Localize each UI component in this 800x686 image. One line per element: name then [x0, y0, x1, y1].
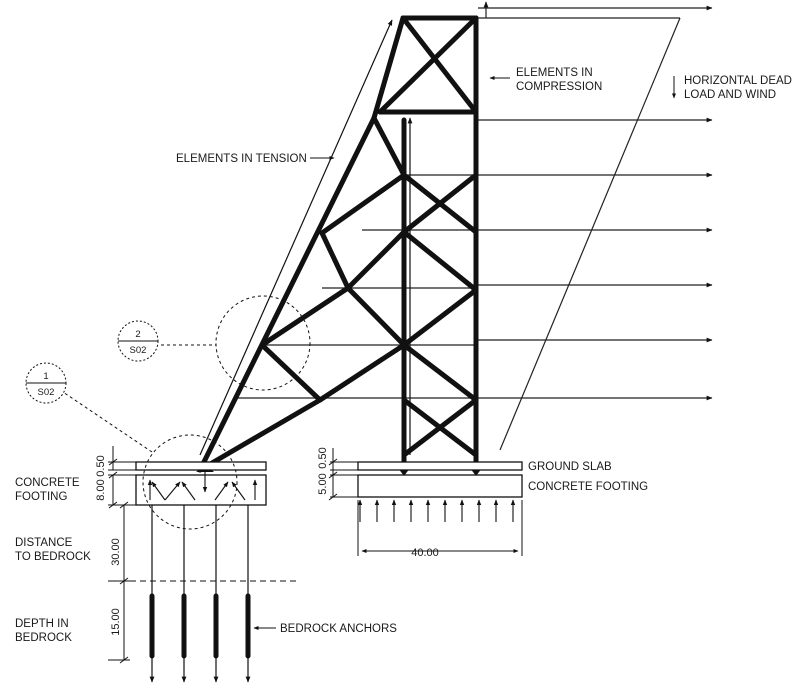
label-leaders	[253, 76, 676, 630]
dim-left-footing: 8.00	[95, 479, 107, 500]
dim-left-slab: 0.50	[95, 455, 107, 476]
callout-2[interactable]: 2 S02	[117, 320, 159, 362]
callout-1-number: 1	[43, 371, 48, 382]
right-dimension-lines	[328, 448, 358, 501]
footing-width-dimension	[357, 500, 523, 556]
label-concrete-footing-left-2: FOOTING	[15, 491, 67, 503]
label-concrete-footing-right: CONCRETE FOOTING	[528, 481, 648, 493]
left-dimension-lines	[108, 446, 136, 664]
label-distance-bedrock-2: TO BEDROCK	[15, 551, 91, 563]
detail-circles	[59, 295, 311, 530]
label-compression-1: ELEMENTS IN	[516, 67, 593, 79]
label-compression-2: COMPRESSION	[516, 81, 602, 93]
label-dead-load-2: LOAD AND WIND	[684, 89, 776, 101]
truss-structure	[197, 15, 479, 473]
soil-pressure-arrows	[357, 499, 516, 522]
callout-2-sheet: S02	[130, 345, 147, 356]
left-footing-force-arrows	[147, 470, 258, 501]
bedrock-anchors	[149, 505, 251, 683]
label-depth-bedrock-1: DEPTH IN	[15, 618, 69, 630]
right-footing	[357, 461, 523, 498]
label-dead-load-1: HORIZONTAL DEAD	[684, 75, 792, 87]
label-bedrock-anchors: BEDROCK ANCHORS	[280, 623, 397, 635]
dim-to-bedrock: 30.00	[110, 538, 122, 566]
label-ground-slab: GROUND SLAB	[528, 461, 612, 473]
left-footing	[135, 461, 267, 506]
callout-1-sheet: S02	[38, 387, 55, 398]
load-diagram	[236, 1, 713, 451]
label-concrete-footing-left-1: CONCRETE	[15, 477, 80, 489]
dim-footing-width: 40.00	[411, 547, 439, 559]
dim-in-bedrock: 15.00	[110, 608, 122, 636]
tension-line	[199, 19, 393, 456]
dim-right-slab: 0.50	[317, 447, 329, 468]
callout-1[interactable]: 1 S02	[25, 362, 67, 404]
callout-2-number: 2	[135, 329, 140, 340]
label-depth-bedrock-2: BEDROCK	[15, 632, 72, 644]
dim-right-footing: 5.00	[317, 473, 329, 494]
label-distance-bedrock-1: DISTANCE	[15, 537, 73, 549]
label-tension: ELEMENTS IN TENSION	[176, 153, 307, 165]
